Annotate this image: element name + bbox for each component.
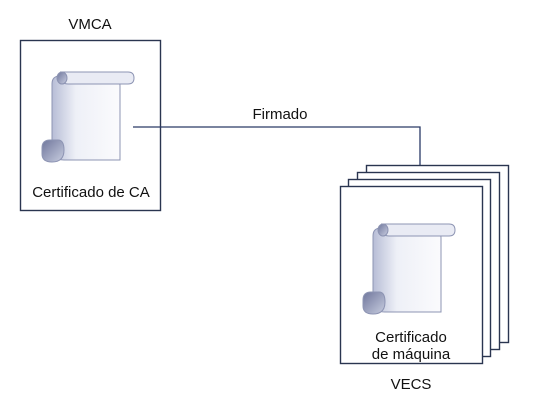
vmca-group: VMCA Certificado de CA: [19, 16, 162, 212]
machine-certificate-label-line2: de máquina: [372, 346, 451, 363]
ca-certificate-label: Certificado de CA: [32, 184, 150, 201]
vecs-group: Certificado de máquina VECS: [339, 164, 510, 393]
vecs-title: VECS: [391, 376, 432, 393]
machine-certificate-icon: [362, 223, 456, 315]
machine-certificate-label-line1: Certificado: [375, 329, 447, 346]
signed-label: Firmado: [252, 106, 307, 123]
ca-certificate-icon: [41, 71, 135, 163]
vmca-title: VMCA: [68, 16, 111, 33]
